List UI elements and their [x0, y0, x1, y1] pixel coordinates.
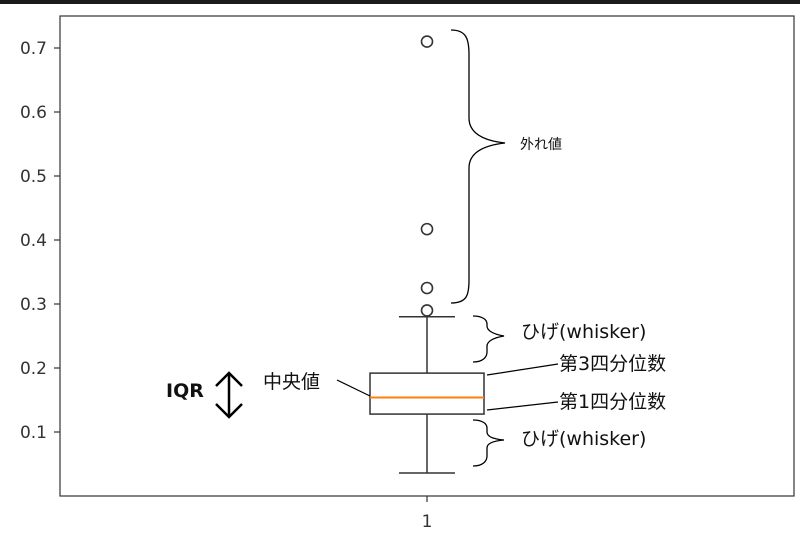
box-element: [369, 35, 485, 474]
q1-pointer-line: [486, 401, 559, 411]
outlier-point: [420, 222, 434, 236]
whisker-top-label: ひげ(whisker): [521, 321, 646, 343]
y-tick-label: 0.5: [20, 167, 47, 187]
y-tick-label: 0.3: [20, 295, 47, 315]
q1-label: 第1四分位数: [559, 391, 666, 413]
y-tick-label: 0.7: [20, 39, 47, 59]
x-axis: 1: [422, 496, 433, 532]
median-label: 中央値: [263, 371, 320, 393]
median-pointer-line: [336, 379, 371, 397]
whisker-bottom-brace: [472, 419, 505, 467]
outliers-brace: [450, 29, 506, 304]
y-tick-label: 0.4: [20, 231, 47, 251]
whisker-bottom-label: ひげ(whisker): [521, 428, 646, 450]
outlier-point: [420, 35, 434, 48]
q3-label: 第3四分位数: [559, 353, 666, 375]
outlier-point: [420, 281, 434, 295]
q3-pointer-line: [486, 363, 559, 376]
y-tick-label: 0.2: [20, 359, 47, 379]
iqr-double-arrow-icon: [215, 371, 243, 419]
x-tick-label: 1: [422, 512, 433, 532]
y-axis: 0.1 0.2 0.3 0.4 0.5 0.6 0.7: [20, 39, 60, 443]
iqr-label: IQR: [166, 380, 204, 402]
outlier-point: [420, 304, 434, 317]
whisker-top-brace: [472, 315, 505, 363]
y-tick-label: 0.1: [20, 423, 47, 443]
y-tick-label: 0.6: [20, 103, 47, 123]
window-top-edge: [0, 0, 800, 4]
outliers-label: 外れ値: [520, 137, 562, 153]
iqr-box: [369, 372, 485, 415]
